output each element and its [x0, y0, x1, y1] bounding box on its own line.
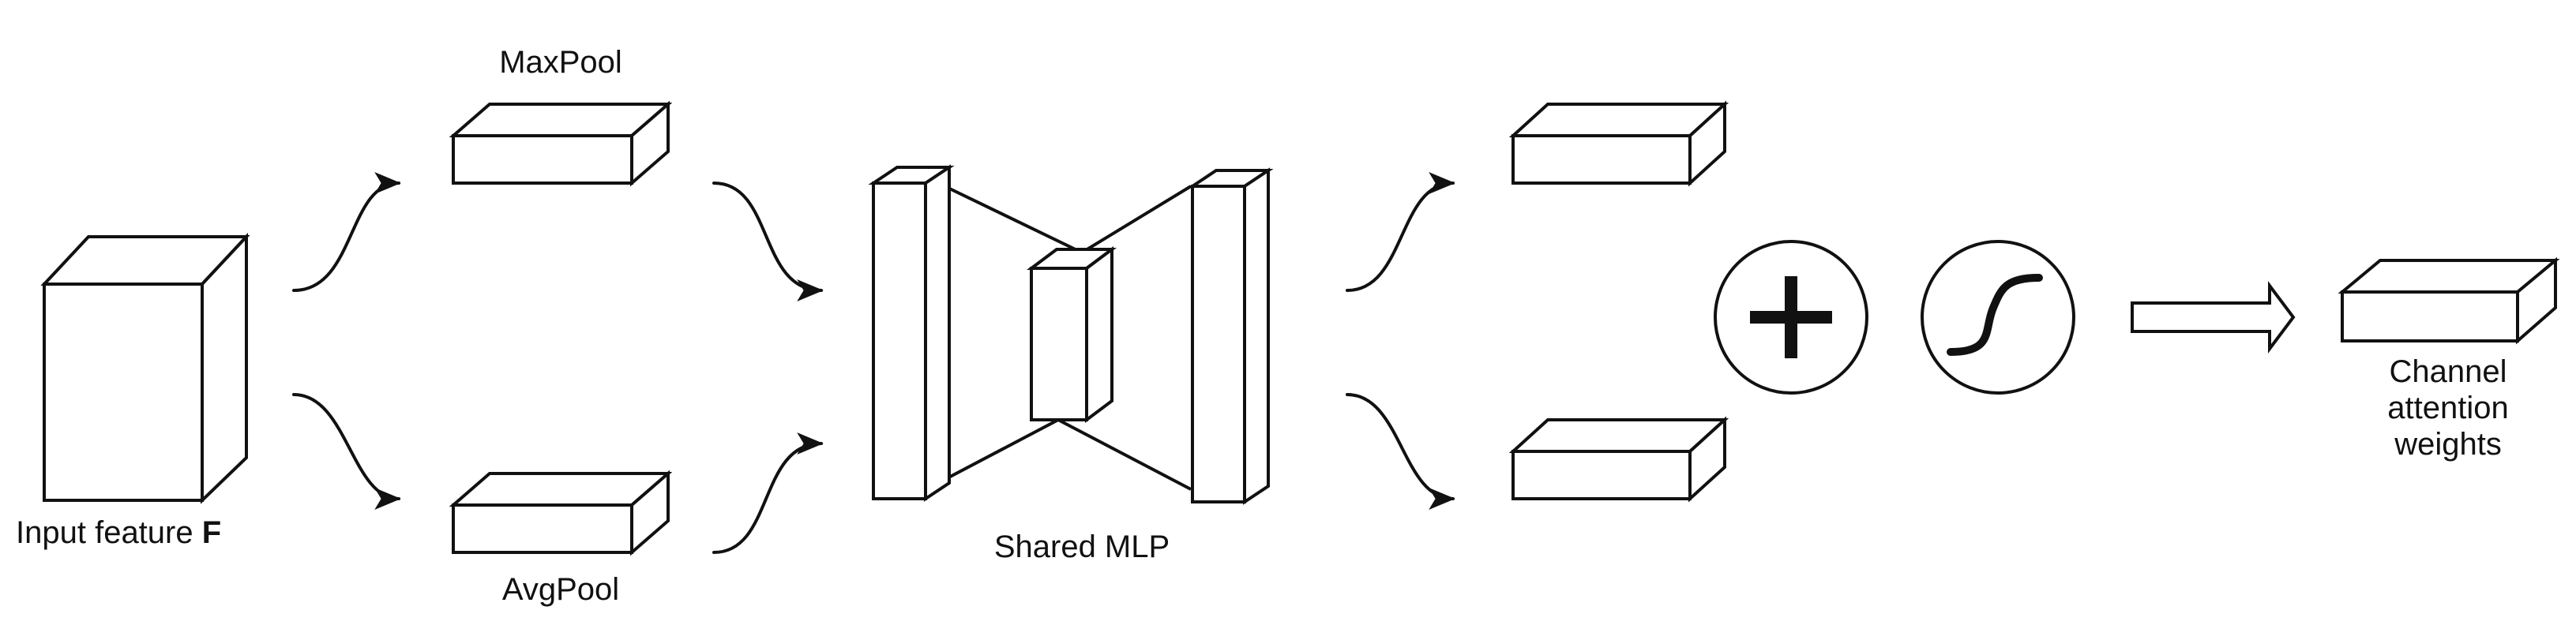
- channel-attention-weights-vector: [2338, 256, 2560, 345]
- shared-mlp: [868, 164, 1274, 505]
- maxpool-vector: [449, 100, 673, 187]
- input-feature-cube: [40, 232, 250, 504]
- mlp-output-layer: [1187, 167, 1274, 505]
- input-feature-text: Input feature: [16, 515, 193, 550]
- channel-attention-weights-label: Channel attention weights: [2338, 354, 2559, 462]
- mlp-hidden-layer: [1027, 246, 1117, 423]
- arrow-maxpool-to-mlp: [712, 182, 824, 301]
- arrow-mlp-to-avg-output: [1346, 393, 1455, 510]
- input-feature-symbol: F: [201, 515, 222, 550]
- hollow-arrow: [2131, 281, 2296, 354]
- avgpool-vector: [449, 470, 673, 556]
- arrow-mlp-to-max-output: [1346, 172, 1455, 292]
- output-label-line-1: Channel: [2389, 354, 2507, 389]
- arrow-avgpool-to-mlp: [712, 432, 824, 554]
- shared-mlp-label: Shared MLP: [993, 530, 1170, 564]
- mlp-max-output-vector: [1508, 100, 1729, 187]
- maxpool-label: MaxPool: [499, 45, 622, 80]
- output-label-line-3: weights: [2394, 427, 2502, 462]
- mlp-input-layer: [868, 164, 955, 502]
- sigmoid-icon: [1921, 240, 2075, 395]
- arrow-input-to-maxpool: [292, 172, 401, 292]
- output-label-line-2: attention: [2387, 391, 2509, 425]
- mlp-avg-output-vector: [1508, 416, 1729, 503]
- arrow-input-to-avgpool: [292, 393, 401, 510]
- avgpool-label: AvgPool: [501, 572, 620, 607]
- input-feature-label: Input feature F: [16, 515, 221, 551]
- plus-icon: [1714, 240, 1868, 395]
